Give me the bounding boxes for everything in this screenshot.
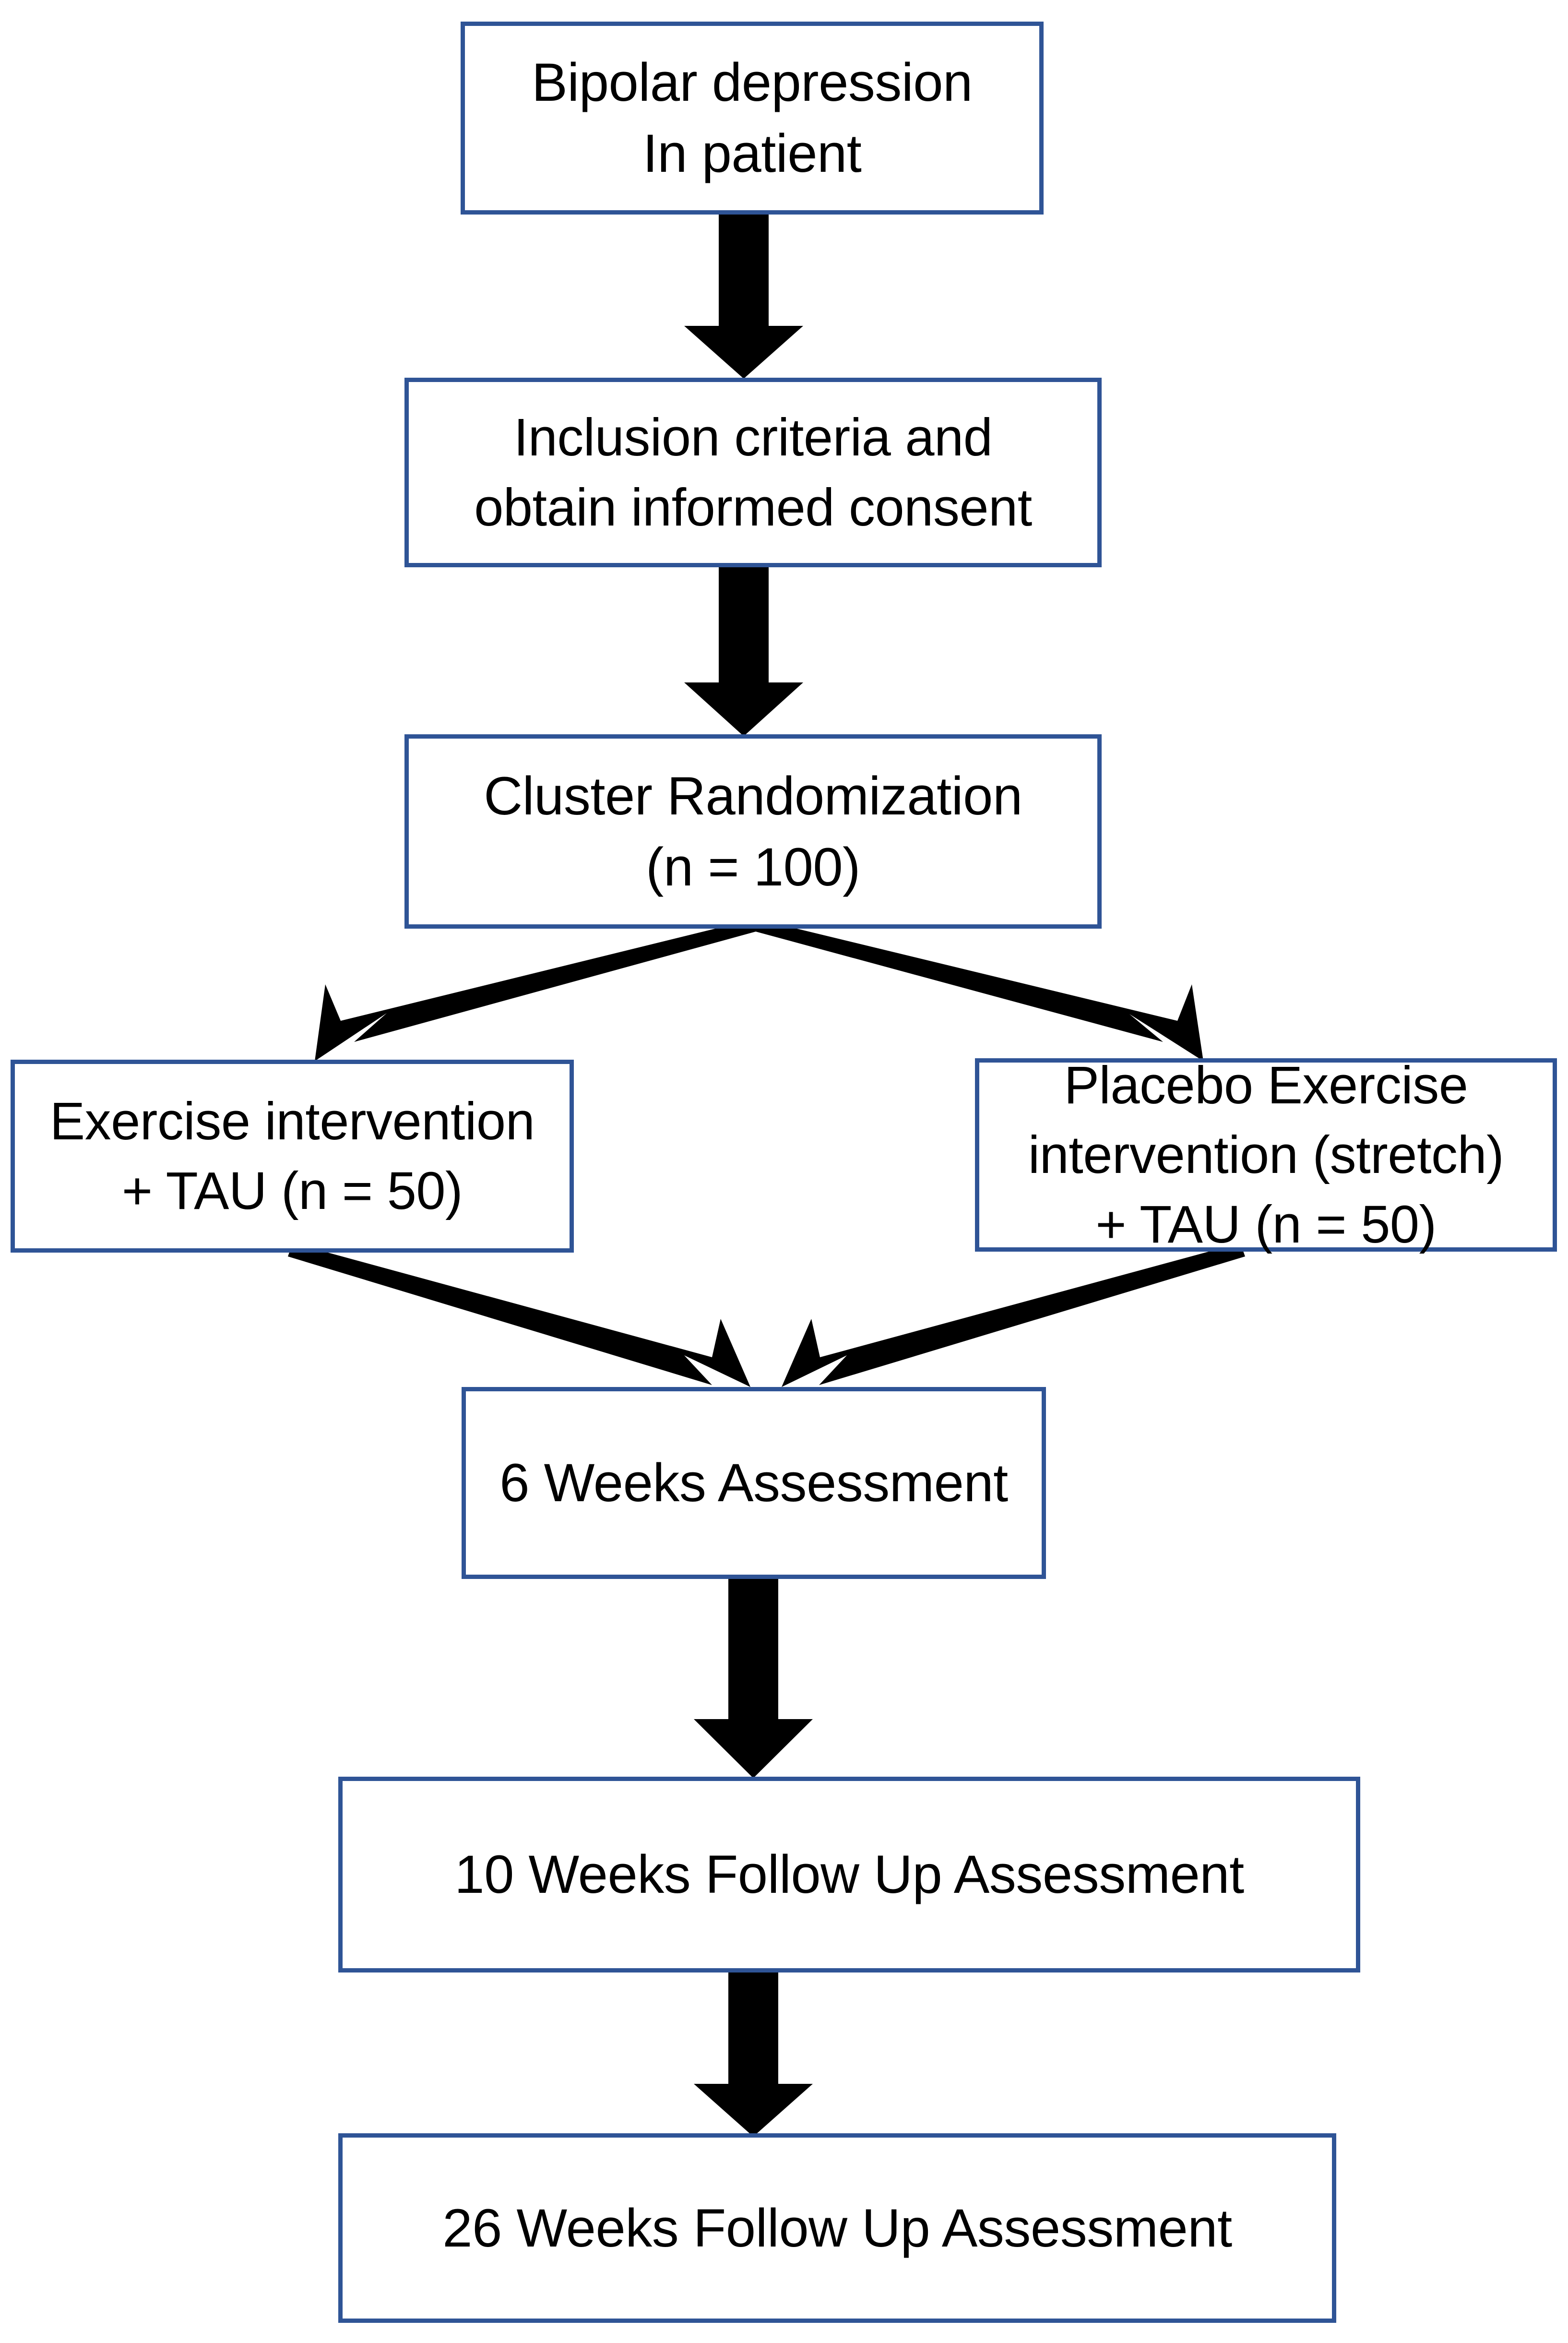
node-arm-exercise[interactable]: Exercise intervention + TAU (n = 50) — [11, 1060, 574, 1253]
node-cluster-randomization-label: Cluster Randomization (n = 100) — [484, 765, 1022, 897]
node-arm-exercise-label: Exercise intervention + TAU (n = 50) — [49, 1091, 535, 1220]
edge-inclusion-to-randomization — [681, 567, 806, 738]
edge-enrollment-to-inclusion — [681, 215, 806, 380]
node-followup-26-weeks[interactable]: 26 Weeks Follow Up Assessment — [338, 2133, 1336, 2323]
node-assessment-6-weeks[interactable]: 6 Weeks Assessment — [462, 1387, 1046, 1579]
node-enrollment-label: Bipolar depression In patient — [532, 52, 973, 183]
node-inclusion-criteria-label: Inclusion criteria and obtain informed c… — [474, 408, 1032, 537]
node-followup-26-weeks-label: 26 Weeks Follow Up Assessment — [442, 2198, 1232, 2258]
edge-10w-to-26w — [691, 1972, 816, 2138]
node-arm-placebo-label: Placebo Exercise intervention (stretch) … — [1028, 1055, 1504, 1255]
edge-randomization-to-exercise — [269, 919, 763, 1063]
node-enrollment[interactable]: Bipolar depression In patient — [461, 22, 1044, 215]
edge-placebo-to-6w — [765, 1243, 1245, 1397]
edge-exercise-to-6w — [288, 1243, 758, 1397]
edge-randomization-to-placebo — [743, 919, 1251, 1063]
node-inclusion-criteria[interactable]: Inclusion criteria and obtain informed c… — [404, 378, 1102, 567]
node-followup-10-weeks[interactable]: 10 Weeks Follow Up Assessment — [338, 1777, 1360, 1972]
node-arm-placebo[interactable]: Placebo Exercise intervention (stretch) … — [975, 1056, 1557, 1254]
node-followup-10-weeks-label: 10 Weeks Follow Up Assessment — [454, 1844, 1244, 1905]
edge-6w-to-10w — [691, 1579, 816, 1781]
node-cluster-randomization[interactable]: Cluster Randomization (n = 100) — [404, 734, 1102, 929]
node-assessment-6-weeks-label: 6 Weeks Assessment — [499, 1453, 1008, 1513]
